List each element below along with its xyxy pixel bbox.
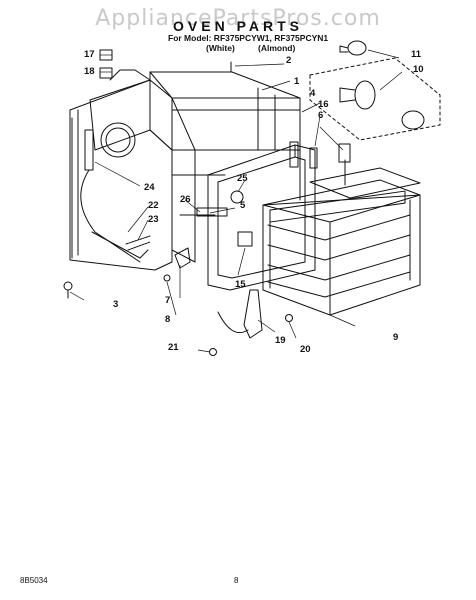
callout-25: 25 xyxy=(237,173,248,184)
light-assembly xyxy=(309,57,441,141)
footer-page: 8 xyxy=(234,576,239,585)
callout-8: 8 xyxy=(165,314,170,325)
callout-21: 21 xyxy=(168,342,179,353)
callout-17: 17 xyxy=(84,49,95,60)
callout-19: 19 xyxy=(275,335,286,346)
callout-16: 16 xyxy=(318,99,329,110)
watermark: AppliancePartsPros.com xyxy=(95,6,381,31)
callout-1: 1 xyxy=(294,76,300,87)
oven-cabinet xyxy=(69,69,301,271)
bake-element xyxy=(80,129,149,263)
callout-10: 10 xyxy=(413,64,424,75)
variant-almond: (Almond) xyxy=(258,43,296,53)
callout-24: 24 xyxy=(144,182,155,193)
callout-5: 5 xyxy=(240,200,246,211)
diagram-title: OVEN PARTS xyxy=(173,18,303,34)
front-frame xyxy=(207,141,318,291)
callout-23: 23 xyxy=(148,214,159,225)
footer-code: 8B5034 xyxy=(20,576,48,585)
callout-7: 7 xyxy=(165,295,170,306)
callout-11: 11 xyxy=(411,49,422,60)
callout-22: 22 xyxy=(148,200,159,211)
light-bulb xyxy=(339,40,367,56)
callout-9: 9 xyxy=(393,332,398,343)
callout-18: 18 xyxy=(84,66,95,77)
oven-cavity xyxy=(262,143,421,316)
callout-26: 26 xyxy=(180,194,191,205)
callout-15: 15 xyxy=(235,279,246,290)
variant-white: (White) xyxy=(206,43,235,53)
callout-3: 3 xyxy=(113,299,118,310)
model-line: For Model: RF375PCYW1, RF375PCYN1 xyxy=(168,33,329,43)
light-socket xyxy=(339,80,425,130)
callout-4: 4 xyxy=(310,88,316,99)
callout-20: 20 xyxy=(300,344,311,355)
callout-6: 6 xyxy=(318,110,323,121)
callout-2: 2 xyxy=(286,55,291,66)
